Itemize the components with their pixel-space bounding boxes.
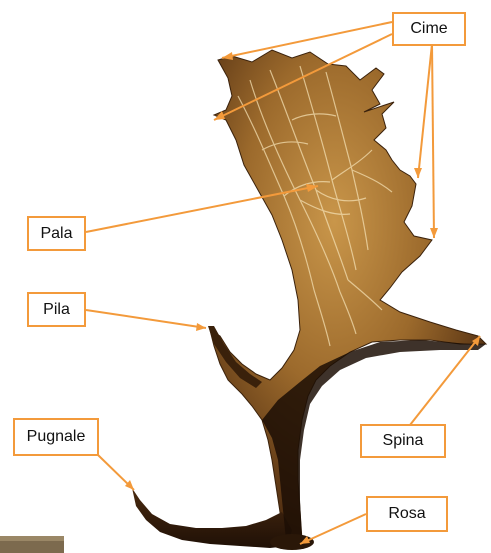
antler-pugnale-shape — [132, 488, 292, 548]
photo-crop-corner-shade — [0, 536, 64, 541]
leader-pila — [86, 310, 206, 328]
label-spina: Spina — [360, 424, 446, 458]
leader-rosa — [300, 514, 366, 544]
label-cime: Cime — [392, 12, 466, 46]
arrowhead-cime-3 — [414, 168, 422, 178]
label-pila: Pila — [27, 292, 86, 327]
label-pala: Pala — [27, 216, 86, 251]
label-pugnale: Pugnale — [13, 418, 99, 456]
leader-cime-3 — [418, 44, 432, 178]
label-rosa: Rosa — [366, 496, 448, 532]
leader-cime-4 — [432, 44, 434, 238]
arrowhead-cime-4 — [430, 228, 438, 238]
